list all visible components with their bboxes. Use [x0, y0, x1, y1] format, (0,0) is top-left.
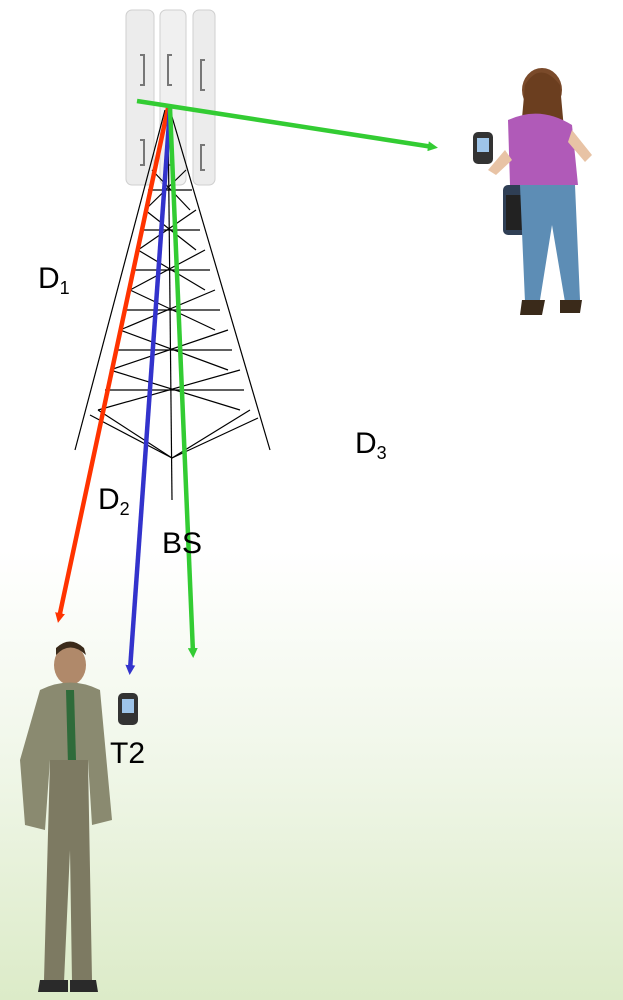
- mobile-terminal-icon: [473, 132, 493, 164]
- mobile-terminal-icon: [118, 693, 138, 725]
- man-with-handset: [20, 642, 112, 993]
- label-d2: D2: [98, 483, 130, 520]
- label-terminal-t2: T2: [110, 737, 145, 771]
- label-d3: D3: [355, 427, 387, 464]
- woman-with-handset: [488, 68, 592, 315]
- label-d1: D1: [38, 262, 70, 299]
- label-base-station: BS: [162, 527, 202, 561]
